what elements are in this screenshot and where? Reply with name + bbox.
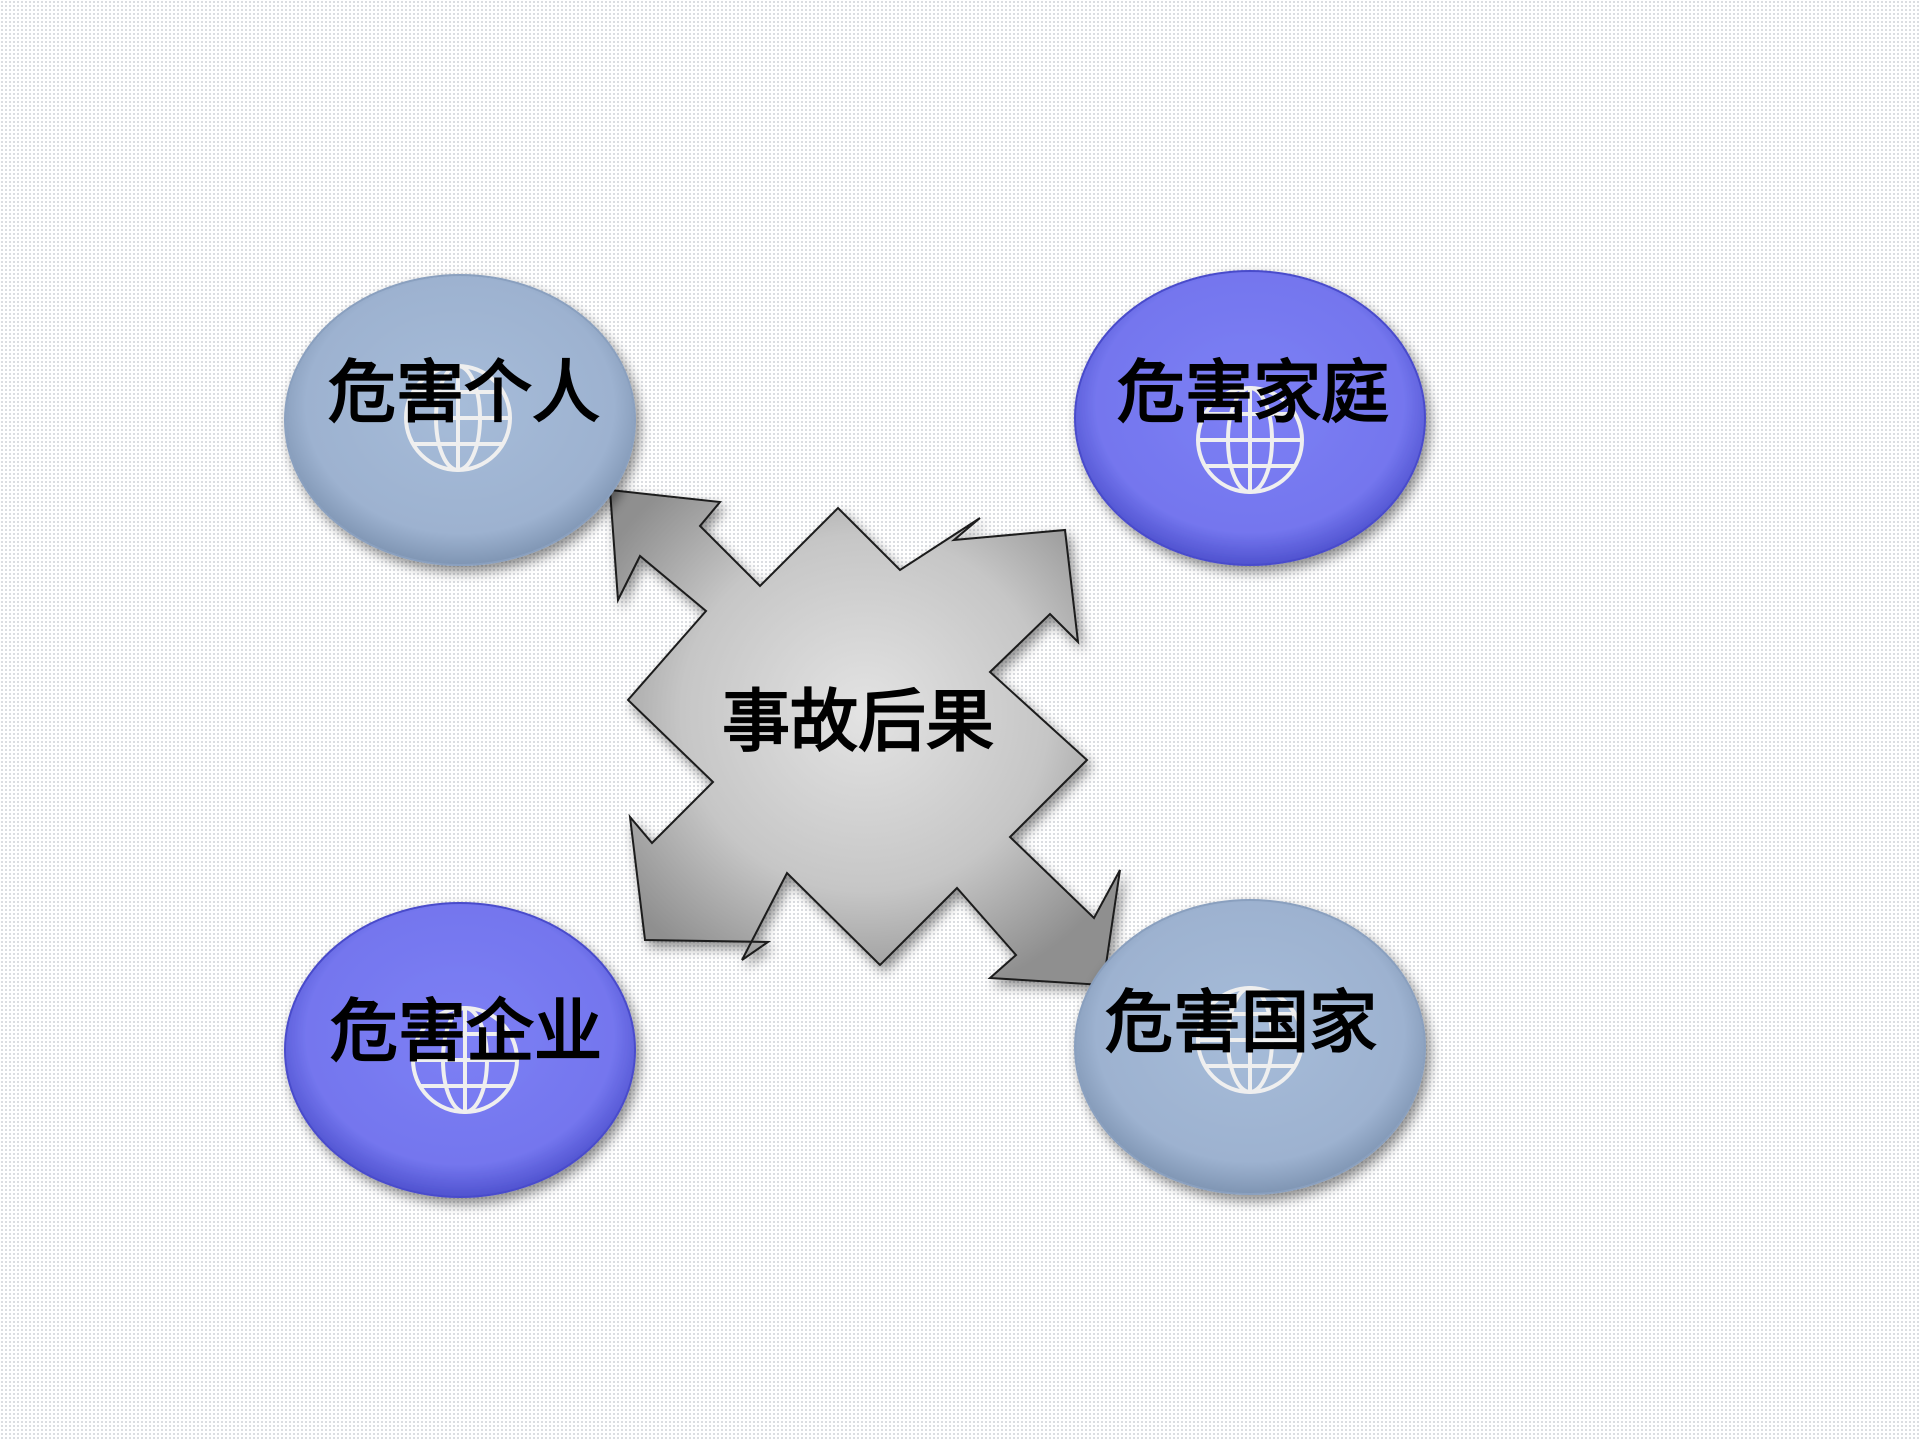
node-bottom-right: 危害国家 bbox=[1074, 899, 1426, 1195]
globe-icon bbox=[1196, 986, 1304, 1094]
node-top-left: 危害个人 bbox=[284, 274, 636, 566]
node-bottom-left: 危害企业 bbox=[284, 902, 636, 1198]
node-top-right: 危害家庭 bbox=[1074, 270, 1426, 566]
center-label: 事故后果 bbox=[722, 682, 994, 762]
node-label-top-right: 危害家庭 bbox=[1117, 353, 1389, 433]
node-label-top-left: 危害个人 bbox=[328, 353, 600, 433]
node-ellipse bbox=[284, 902, 636, 1198]
node-label-bottom-left: 危害企业 bbox=[330, 992, 602, 1072]
globe-icon bbox=[1196, 386, 1304, 494]
globe-icon bbox=[404, 364, 512, 472]
four-way-arrow: 事故后果 bbox=[608, 488, 1121, 987]
node-label-bottom-right: 危害国家 bbox=[1105, 983, 1377, 1063]
globe-icon bbox=[411, 1006, 519, 1114]
